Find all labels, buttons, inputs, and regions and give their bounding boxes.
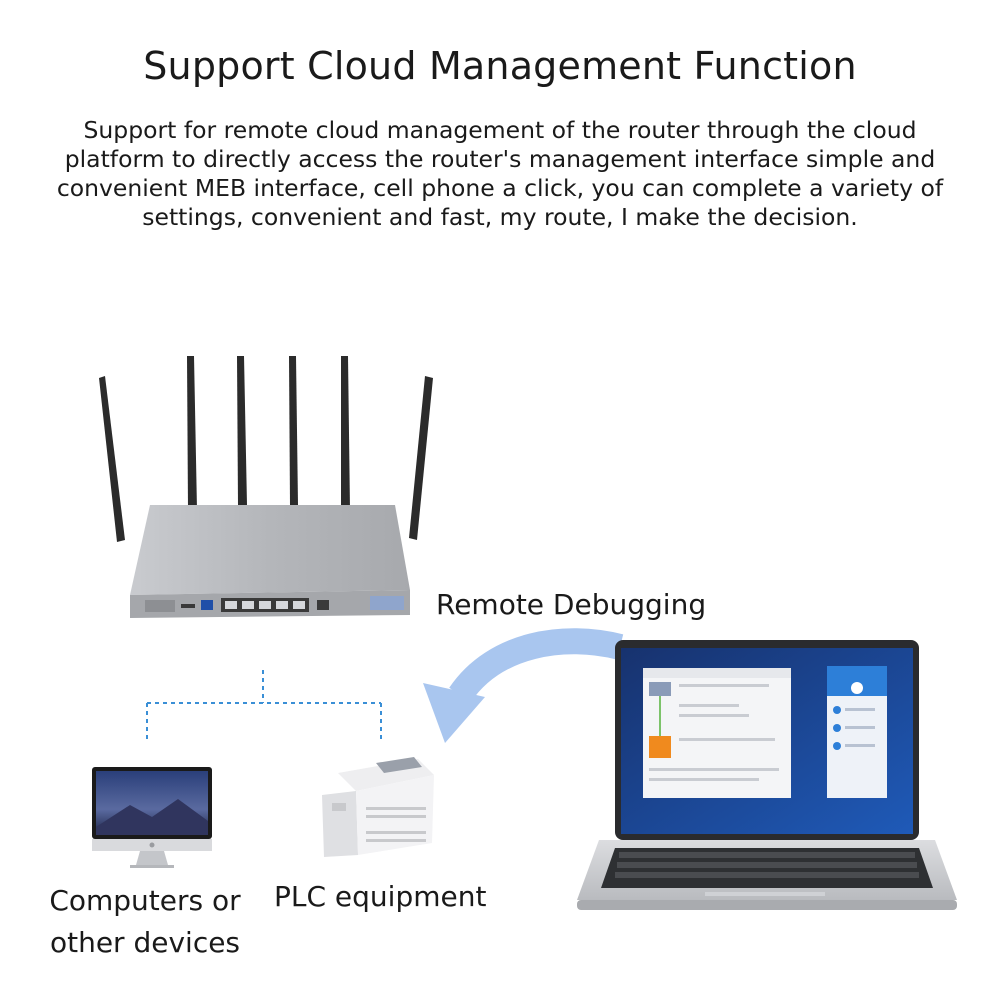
plc-icon: [322, 757, 434, 857]
remote-debugging-label: Remote Debugging: [436, 588, 707, 621]
laptop-icon: [577, 640, 957, 910]
page-description: Support for remote cloud management of t…: [56, 116, 944, 231]
page-title: Support Cloud Management Function: [143, 44, 857, 88]
network-connector: [146, 670, 382, 740]
curved-arrow-icon: [423, 628, 624, 743]
computers-label: Computers or other devices: [49, 884, 241, 959]
router-icon: [99, 356, 433, 618]
monitor-icon: [92, 767, 212, 868]
plc-label: PLC equipment: [274, 880, 487, 913]
